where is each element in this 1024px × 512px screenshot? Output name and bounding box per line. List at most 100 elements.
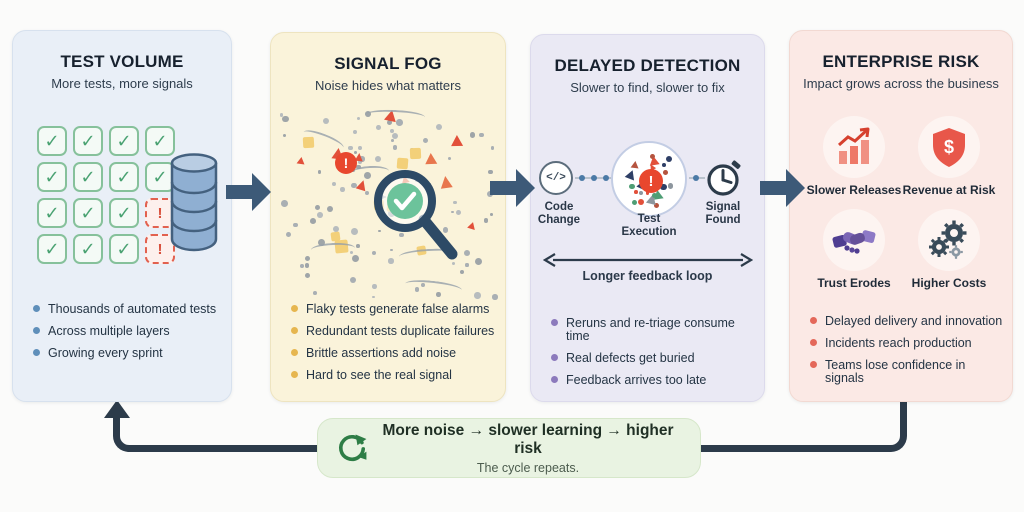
- noise-shape: [390, 248, 393, 252]
- noise-shape: [351, 182, 357, 189]
- bullet-dot-icon: [810, 339, 817, 347]
- shield-dollar-icon: $: [933, 128, 965, 167]
- noise-shape: [488, 169, 493, 175]
- noise-shape: [279, 113, 284, 117]
- noise-shape: [282, 116, 289, 123]
- bullet-text: Delayed delivery and innovation: [825, 314, 1003, 328]
- bullet-list: Flaky tests generate false alarms Redund…: [291, 302, 497, 392]
- panel-title: TEST VOLUME: [60, 52, 184, 71]
- noise-shape: [452, 262, 456, 266]
- bullet-item: Delayed delivery and innovation: [810, 314, 1004, 328]
- arrow-right-icon: [760, 169, 805, 207]
- noise-shape: [327, 205, 334, 212]
- noise-shape: [371, 250, 377, 256]
- noise-shape: [455, 209, 461, 215]
- noise-shape: [293, 222, 298, 227]
- alert-icon: !: [335, 152, 357, 174]
- bullet-list: Thousands of automated tests Across mult…: [33, 302, 223, 369]
- bullet-text: Real defects get buried: [566, 351, 695, 366]
- risk-item-revenue-at-risk: $: [918, 116, 980, 178]
- cluster-shape: [653, 202, 660, 209]
- panel-enterprise-risk: ENTERPRISE RISK Impact grows across the …: [789, 30, 1013, 402]
- cluster-shape: [665, 155, 673, 163]
- cycle-icon: [339, 434, 367, 462]
- noise-shape: [296, 156, 306, 165]
- clock-icon: [707, 160, 741, 196]
- noise-shape: [404, 278, 463, 297]
- noise-shape: [304, 263, 310, 268]
- connector-dot-icon: [579, 175, 585, 181]
- database-icon: [170, 153, 218, 252]
- noise-shape: [353, 129, 358, 134]
- bullet-dot-icon: [810, 317, 817, 324]
- panel-title: ENTERPRISE RISK: [822, 52, 980, 71]
- bullet-dot-icon: [33, 349, 40, 357]
- node-label: Signal Found: [705, 201, 741, 227]
- noise-shape: [392, 132, 399, 140]
- connector-dot-icon: [591, 175, 597, 181]
- noise-shape: [453, 200, 457, 204]
- noise-shape: [490, 146, 495, 151]
- check-fail-icon: !: [145, 198, 175, 228]
- noise-shape: [474, 258, 482, 266]
- noise-shape: [354, 151, 358, 155]
- noise-shape: [474, 292, 481, 299]
- noise-shape: [317, 170, 322, 175]
- panel-test-volume: TEST VOLUME More tests, more signals ✓✓✓…: [12, 30, 232, 402]
- panel-subtitle: More tests, more signals: [51, 76, 193, 91]
- noise-shape: [286, 231, 292, 237]
- bullet-dot-icon: [33, 327, 40, 335]
- noise-shape: [348, 145, 353, 151]
- bullet-list: Delayed delivery and innovation Incident…: [810, 314, 1004, 395]
- feedback-loop-line-left: [113, 416, 317, 452]
- noise-shape: [340, 187, 345, 192]
- bullet-text: Redundant tests duplicate failures: [306, 324, 495, 339]
- bullet-item: Real defects get buried: [551, 352, 756, 365]
- bullet-text: Incidents reach production: [825, 336, 972, 351]
- feedback-span-arrow-icon: [543, 253, 753, 267]
- noise-shape: [359, 156, 365, 162]
- cluster-shape: [634, 190, 638, 194]
- bullet-text: Hard to see the real signal: [306, 368, 452, 383]
- risk-label: Revenue at Risk: [902, 183, 996, 197]
- risk-label: Slower Releases: [806, 183, 902, 197]
- check-pass-icon: ✓: [37, 234, 67, 264]
- bullet-text: Thousands of automated tests: [48, 302, 217, 316]
- bullet-text: Flaky tests generate false alarms: [306, 302, 490, 316]
- bullet-list: Reruns and re-triage consume time Real d…: [551, 316, 756, 397]
- noise-shape: [318, 239, 325, 246]
- magnifier-icon: [374, 170, 458, 260]
- bullet-item: Brittle assertions add noise: [291, 347, 497, 360]
- bullet-text: Feedback arrives too late: [566, 373, 707, 388]
- noise-shape: [409, 147, 422, 160]
- feedback-loop-arrowhead-icon: [104, 400, 130, 418]
- banner-text: More noise → slower learning → higher ri…: [370, 422, 686, 475]
- banner-headline: More noise → slower learning → higher ri…: [382, 421, 674, 457]
- cluster-shape: [629, 183, 635, 190]
- noise-shape: [364, 171, 372, 179]
- noise-shape: [469, 132, 476, 138]
- connector-dot-icon: [603, 175, 609, 181]
- noise-shape: [305, 256, 311, 262]
- noise-shape: [374, 155, 382, 163]
- bullet-item: Reruns and re-triage consume time: [551, 316, 756, 343]
- noise-shape: [448, 156, 452, 160]
- noise-shape: [486, 191, 493, 198]
- handshake-icon: [832, 230, 876, 254]
- panel-signal-fog: SIGNAL FOG Noise hides what matters ! Fl…: [270, 32, 506, 402]
- bullet-item: Feedback arrives too late: [551, 374, 756, 387]
- connector-dot-icon: [693, 175, 699, 181]
- noise-shape: [443, 227, 449, 233]
- noise-shape: [465, 263, 469, 267]
- cluster-shape: [649, 153, 655, 159]
- noise-shape: [356, 116, 360, 120]
- noise-shape: [378, 229, 381, 233]
- noise-shape: [356, 164, 361, 170]
- banner-subtext: The cycle repeats.: [476, 460, 580, 475]
- check-pass-icon: ✓: [109, 126, 139, 156]
- bullet-item: Growing every sprint: [33, 347, 223, 360]
- noise-shape: [358, 159, 363, 164]
- cluster-shape: [660, 184, 667, 191]
- cluster-shape: [651, 192, 658, 198]
